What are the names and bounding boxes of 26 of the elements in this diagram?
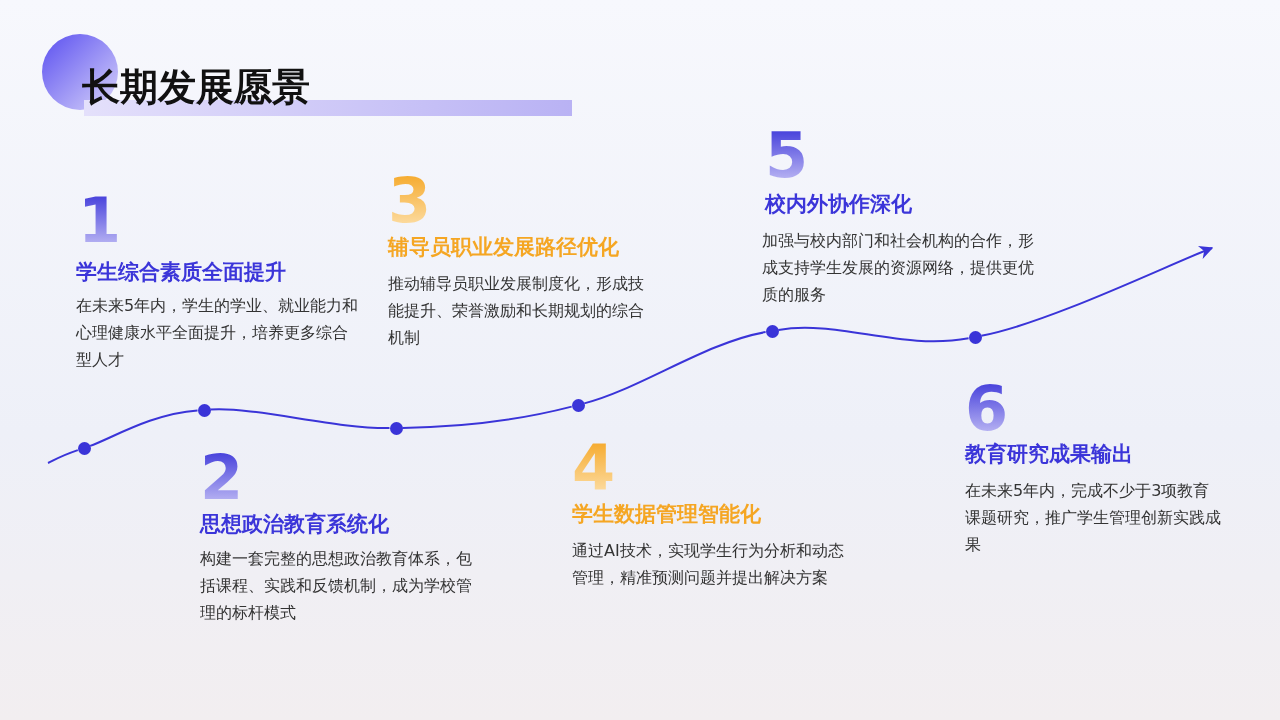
- timeline-curve: [209, 408, 391, 430]
- timeline-dot: [197, 403, 211, 417]
- step-heading: 教育研究成果输出: [965, 441, 1133, 468]
- step-heading: 学生数据管理智能化: [572, 501, 761, 528]
- step-description: 在未来5年内，完成不少于3项教育课题研究，推广学生管理创新实践成果: [965, 480, 1222, 556]
- timeline-curve: [47, 449, 79, 464]
- step-heading: 学生综合素质全面提升: [76, 259, 286, 286]
- step-description: 推动辅导员职业发展制度化，形成技能提升、荣誉激励和长期规划的综合机制: [388, 273, 645, 349]
- slide-title: 长期发展愿景: [82, 64, 310, 111]
- timeline-curve: [89, 409, 199, 447]
- timeline-arrow: [980, 246, 1214, 337]
- step-heading: 思想政治教育系统化: [200, 511, 389, 538]
- step-heading: 辅导员职业发展路径优化: [388, 234, 619, 261]
- step-description: 构建一套完整的思想政治教育体系，包括课程、实践和反馈机制，成为学校管理的标杆模式: [200, 548, 473, 624]
- step-description: 通过AI技术，实现学生行为分析和动态管理，精准预测问题并提出解决方案: [572, 540, 845, 589]
- timeline-dot: [77, 441, 91, 455]
- timeline-dot: [571, 398, 585, 412]
- timeline-dot: [389, 421, 403, 435]
- step-heading: 校内外协作深化: [765, 191, 912, 218]
- timeline-curve: [583, 331, 767, 405]
- timeline-curve: [401, 405, 573, 429]
- timeline-dot: [765, 324, 779, 338]
- step-description: 加强与校内部门和社会机构的合作，形成支持学生发展的资源网络，提供更优质的服务: [762, 230, 1035, 306]
- step-description: 在未来5年内，学生的学业、就业能力和心理健康水平全面提升，培养更多综合型人才: [76, 295, 360, 371]
- timeline-dot: [968, 330, 982, 344]
- timeline-curve: [777, 326, 970, 343]
